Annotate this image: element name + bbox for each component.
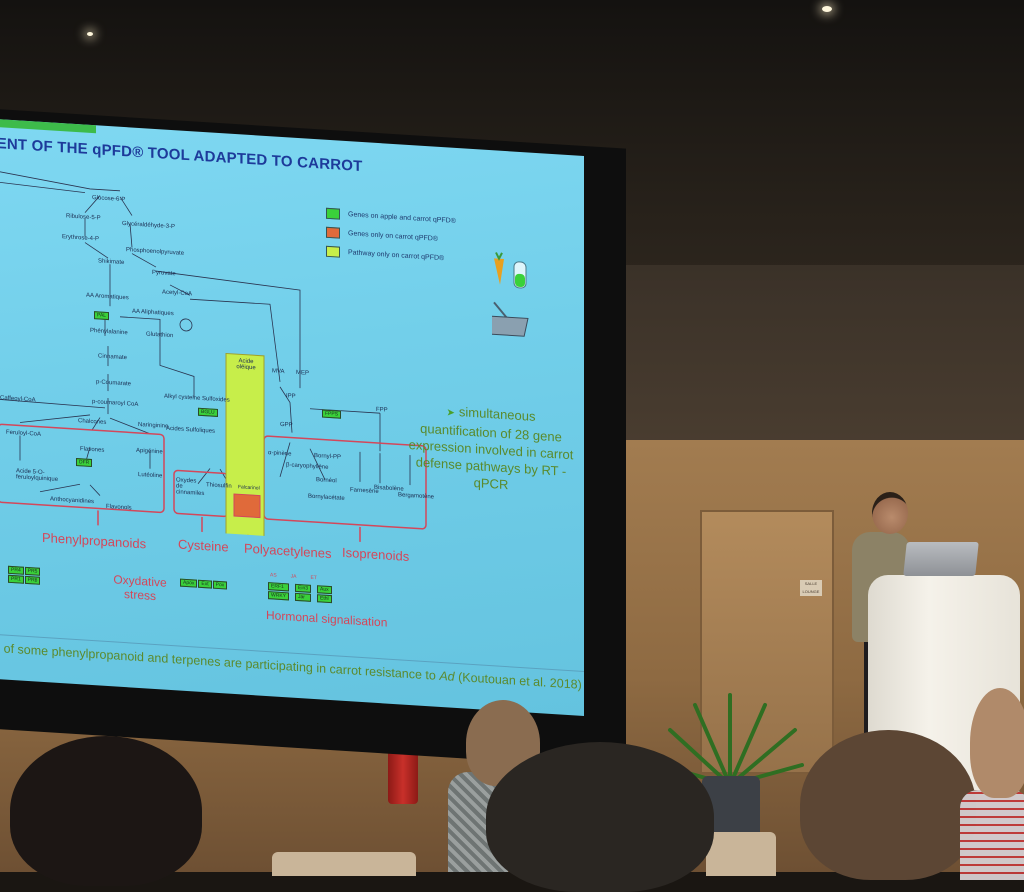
gene-box: WRKY	[268, 591, 289, 601]
pathway-node: Bornéol	[316, 477, 337, 485]
audience-head	[486, 742, 714, 892]
category-label: Isoprenoids	[342, 544, 410, 565]
oxydative-gene-group: Apox Ext Pox	[180, 578, 228, 590]
ceiling-spotlight	[822, 6, 832, 12]
gene-box: PAL	[94, 311, 110, 321]
hormone-tag: JA	[290, 573, 297, 580]
pathway-diagram	[0, 167, 427, 547]
gene-box: Apox	[180, 578, 198, 588]
hormone-tag: AS	[270, 572, 277, 579]
category-label: Cysteine	[178, 536, 229, 555]
chair	[706, 832, 776, 876]
ceiling-spotlight	[87, 32, 93, 36]
slide-footer: tion of some phenylpropanoid and terpene…	[0, 633, 584, 707]
pathway-node: GPP	[280, 421, 293, 429]
pathway-node: Falcarinol	[238, 484, 260, 492]
pipette-icon	[493, 301, 509, 320]
footer-text: tion of some phenylpropanoid and terpene…	[0, 640, 440, 683]
pathway-node: IPP	[286, 393, 296, 400]
slide-accent-bar	[0, 118, 96, 134]
back-wall	[600, 265, 1024, 450]
audience-head	[800, 730, 976, 880]
gene-box: BGLU	[198, 407, 218, 417]
slide-bullet: ➤simultaneous quantification of 28 gene …	[408, 400, 574, 497]
hormonal-gene-group: ERF1 WRKY Ein3 Jar Aux Ethl	[268, 582, 332, 604]
presenter-head	[872, 492, 908, 534]
door	[700, 510, 834, 774]
audience-head	[10, 736, 202, 886]
gene-box: PR4	[8, 565, 24, 575]
category-label: Phenylpropanoids	[42, 529, 147, 552]
bullet-arrow-icon: ➤	[446, 407, 455, 419]
gene-box: Aux	[317, 585, 332, 595]
audience-head	[970, 688, 1024, 798]
category-label: Oxydative stress	[113, 572, 167, 604]
presentation-slide: MENT OF THE qPFD® TOOL ADAPTED TO CARROT…	[0, 118, 584, 717]
pathway-node: Acide oléique	[236, 358, 256, 372]
gene-box: Jar	[295, 592, 312, 602]
pathway-node: FPP	[376, 406, 388, 414]
category-label: Polyacetylenes	[244, 540, 332, 562]
gene-box: PR1	[8, 574, 24, 584]
projection-screen: MENT OF THE qPFD® TOOL ADAPTED TO CARROT…	[0, 108, 626, 769]
door-sign-text: SALLE LOUNGE	[802, 581, 820, 594]
category-label: Hormonal signalisation	[266, 607, 388, 630]
gene-box: Ext	[198, 579, 212, 589]
gene-box: FPPS	[322, 409, 342, 419]
chair	[272, 852, 416, 876]
audience-member	[960, 790, 1024, 880]
pr-gene-group: PR4 PR5 PR1 PR8	[8, 565, 41, 585]
lab-icons	[492, 252, 529, 337]
gene-box: ERF1	[268, 582, 289, 592]
footer-citation: (Koutouan et al. 2018)	[454, 669, 582, 692]
gene-box: PR8	[24, 575, 41, 585]
gene-box: PR5	[24, 566, 41, 576]
pathway-node: Oxydes de cinnamiles	[176, 477, 205, 498]
laptop	[903, 542, 979, 576]
plate-icon	[492, 315, 529, 337]
hormone-tag: ET	[310, 574, 317, 582]
door-sign: SALLE LOUNGE	[800, 580, 822, 596]
pathway-node: MVA	[272, 368, 285, 376]
gene-box: Pox	[212, 580, 228, 590]
bullet-text: simultaneous quantification of 28 gene e…	[408, 404, 574, 493]
carrot-leaf-icon	[495, 252, 503, 261]
gene-box: Ein3	[295, 583, 312, 593]
pathway-node: MEP	[296, 369, 310, 377]
carrot-icon	[494, 258, 504, 285]
footer-pathogen: Ad	[439, 668, 455, 684]
hormonal-tags: AS JA ET	[270, 572, 317, 581]
tube-liquid-icon	[515, 273, 525, 288]
gene-box: DFR	[76, 458, 93, 468]
gene-box: Ethl	[317, 594, 332, 604]
